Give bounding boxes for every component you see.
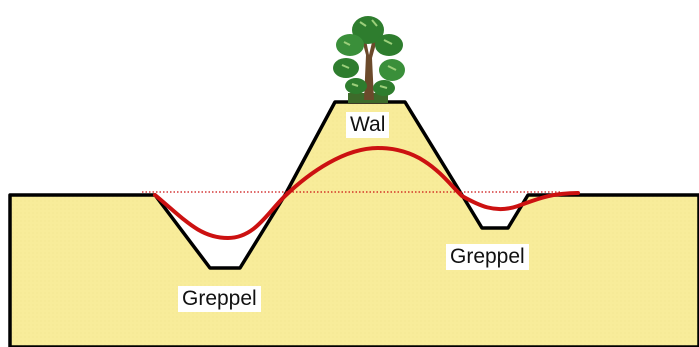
label-wal: Wal [346, 112, 390, 138]
water-table-curve [153, 145, 580, 241]
ground-profile [8, 100, 699, 347]
label-greppel-right: Greppel [446, 244, 529, 270]
tree-foliage-4 [333, 58, 359, 78]
tree-leaf-highlights [341, 19, 397, 89]
tree-icon [333, 16, 405, 103]
label-greppel-left: Greppel [178, 286, 261, 312]
tree-foliage-3 [375, 34, 403, 56]
tree-foliage-5 [379, 59, 405, 81]
